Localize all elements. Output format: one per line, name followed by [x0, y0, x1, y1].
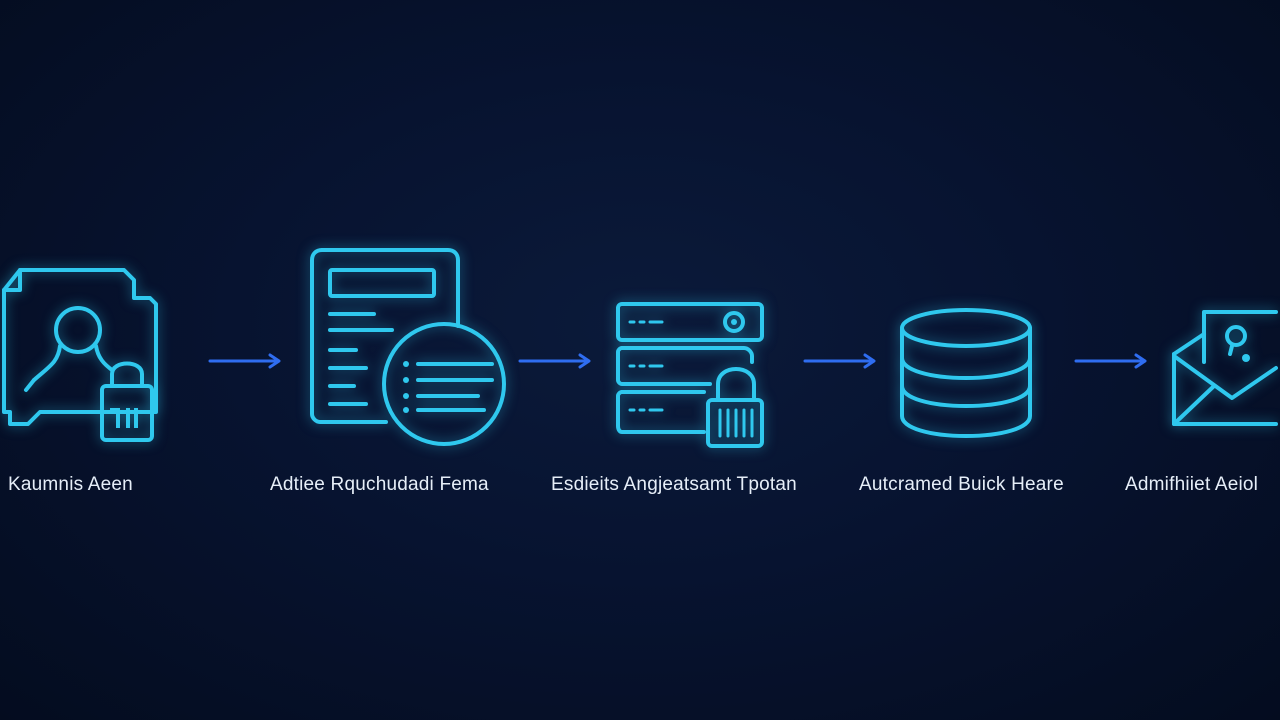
user-document-lock-icon — [2, 268, 158, 442]
arrow-right-icon — [803, 353, 876, 369]
step-label-3: Esdieits Angjeatsamt Tpotan — [551, 474, 797, 495]
step-label-4: Autcramed Buick Heare — [859, 474, 1064, 495]
database-icon — [900, 308, 1032, 438]
arrow-right-icon — [1074, 353, 1147, 369]
arrow-right-icon — [208, 353, 281, 369]
arrow-right-icon — [518, 353, 591, 369]
envelope-icon — [1172, 310, 1278, 426]
document-list-icon — [310, 248, 506, 446]
step-label-5: Admifhiiet Aeiol — [1125, 474, 1259, 495]
step-label-2: Adtiee Rquchudadi Fema — [270, 474, 489, 495]
step-label-1: Kaumnis Aeen — [8, 474, 133, 495]
server-lock-icon — [616, 302, 764, 448]
